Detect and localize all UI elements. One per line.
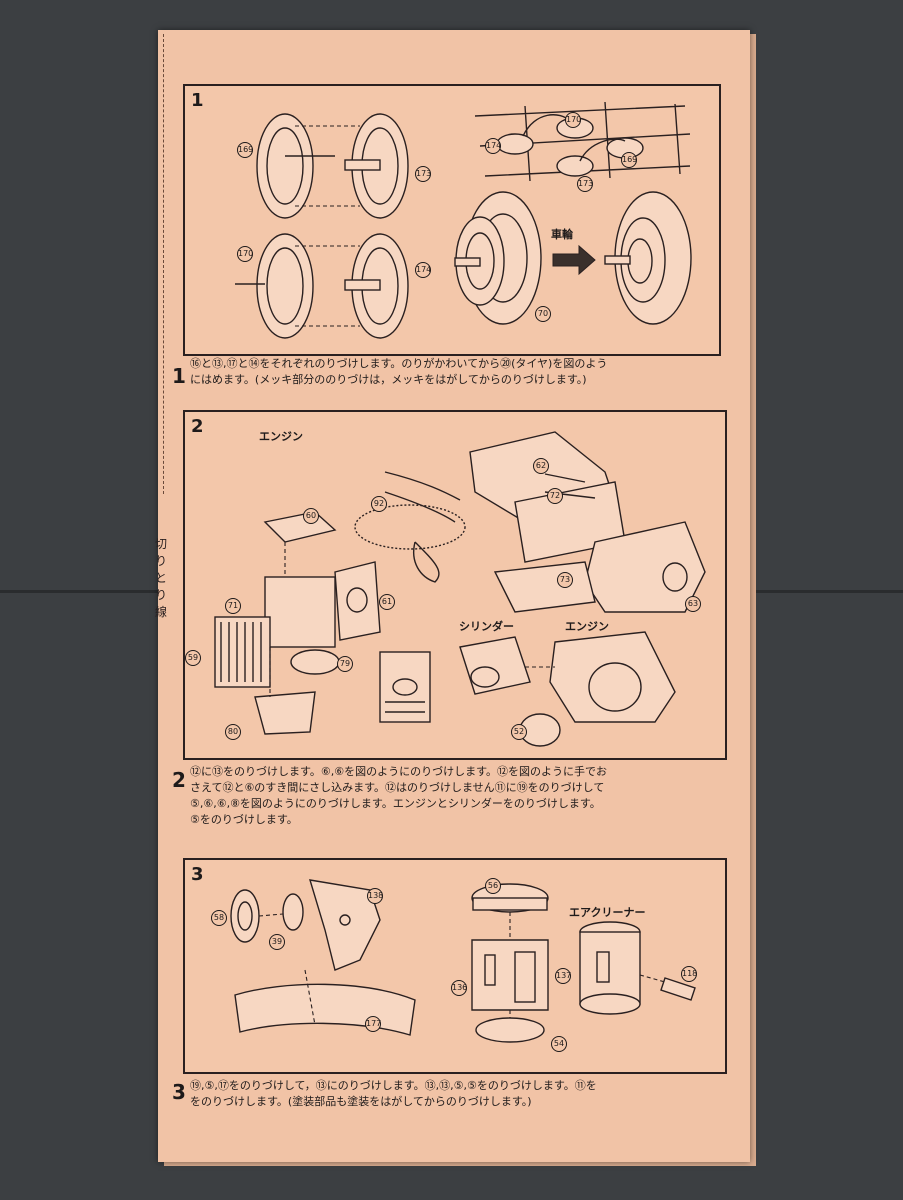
cylinder-part	[459, 636, 531, 695]
step1-caption: 1 ⑯と⑬,⑰と⑭をそれぞれのりづけします。のりがかわいてから⑳(タイヤ)を図の…	[172, 356, 716, 388]
part-number: 39	[269, 934, 285, 950]
part-number: 70	[535, 306, 551, 322]
wheel-label: 車輪	[551, 228, 573, 241]
part-number: 170	[565, 112, 581, 128]
part-number: 71	[225, 598, 241, 614]
cut-label-char: り	[154, 588, 167, 602]
step3-panel: 3 エアクリーナー 138 58 39 177 56 137 136 118 5…	[183, 858, 727, 1074]
part-number: 60	[303, 508, 319, 524]
caption-line: ⑫に⑬をのりづけします。⑥,⑥を図のようにのりづけします。⑫を図のように手でお	[190, 765, 608, 778]
part-number: 61	[379, 594, 395, 610]
hub-half-169	[256, 113, 314, 219]
part-number: 137	[555, 968, 571, 984]
part-number: 80	[225, 724, 241, 740]
caption-line: ⑤をのりづけします。	[190, 813, 298, 826]
step1-caption-number: 1	[172, 364, 186, 388]
part-number: 79	[337, 656, 353, 672]
cut-line-label: 切 り と り 線	[154, 536, 168, 621]
part-number: 173	[577, 176, 593, 192]
cut-label-char: と	[154, 571, 167, 585]
pan-80	[254, 691, 316, 735]
engine-label: エンジン	[565, 620, 609, 633]
part-number: 173	[415, 166, 431, 182]
step1-illustration	[235, 101, 692, 339]
part-number: 169	[621, 152, 637, 168]
head-60	[263, 511, 337, 543]
part-number: 58	[211, 910, 227, 926]
step2-number: 2	[191, 416, 204, 437]
step3-illustration	[230, 879, 696, 1043]
caption-line: さえて⑫と⑥のすき間にさし込みます。⑫はのりづけしません⑪に⑲をのりづけして	[190, 781, 605, 794]
part-number: 138	[367, 888, 383, 904]
part-number: 62	[533, 458, 549, 474]
part-number: 56	[485, 878, 501, 894]
part-number: 59	[185, 650, 201, 666]
part-number: 174	[415, 262, 431, 278]
block-71	[264, 576, 336, 648]
plate-73	[493, 561, 596, 613]
part-number: 63	[685, 596, 701, 612]
base-54	[475, 1017, 545, 1043]
cut-label-char: 線	[154, 605, 167, 619]
side-61	[334, 561, 381, 641]
knob-118	[660, 977, 696, 1001]
cylinder-label: シリンダー	[459, 620, 514, 633]
step2-illustration	[214, 431, 706, 747]
air-cleaner-assembled	[579, 931, 641, 1005]
step1-panel: 1	[183, 84, 721, 356]
part-number: 174	[485, 138, 501, 154]
caption-line: をのりづけします。(塗装部品も塗装をはがしてからのりづけします。)	[190, 1095, 532, 1108]
part-number: 92	[371, 496, 387, 512]
arrow-icon	[552, 244, 596, 276]
part-number: 136	[451, 980, 467, 996]
caption-line: ⑲,⑤,⑰をのりづけして，⑬にのりづけします。⑬,⑬,⑤,⑤をのりづけします。⑪…	[190, 1079, 597, 1092]
part-number: 72	[547, 488, 563, 504]
caption-line: ⑤,⑥,⑥,⑧を図のようにのりづけします。エンジンとシリンダーをのりづけします。	[190, 797, 601, 810]
cut-label-char: 切	[154, 537, 167, 551]
cap-39	[282, 893, 304, 931]
cut-label-char: り	[154, 554, 167, 568]
part-number: 170	[237, 246, 253, 262]
cut-line	[163, 34, 164, 494]
part-number: 177	[365, 1016, 381, 1032]
step3-caption-number: 3	[172, 1080, 186, 1104]
step1-number: 1	[191, 90, 204, 111]
part-number: 169	[237, 142, 253, 158]
step2-caption: 2 ⑫に⑬をのりづけします。⑥,⑥を図のようにのりづけします。⑫を図のように手で…	[172, 764, 716, 828]
engine-label-top: エンジン	[259, 430, 303, 443]
caption-line: ⑯と⑬,⑰と⑭をそれぞれのりづけします。のりがかわいてから⑳(タイヤ)を図のよう	[190, 357, 608, 370]
part-number: 54	[551, 1036, 567, 1052]
plate-137	[514, 951, 536, 1003]
caption-line: にはめます。(メッキ部分ののりづけは，メッキをはがしてからのりづけします。)	[190, 373, 587, 386]
step2-caption-number: 2	[172, 768, 186, 792]
part-number: 52	[511, 724, 527, 740]
fins-59	[214, 616, 271, 688]
part-number: 73	[557, 572, 573, 588]
cover-79	[290, 649, 340, 675]
step3-number: 3	[191, 864, 204, 885]
band-136	[471, 939, 549, 1011]
part-number: 118	[681, 966, 697, 982]
fender-177	[234, 983, 416, 1036]
air-cleaner-label: エアクリーナー	[569, 906, 646, 919]
step3-caption: 3 ⑲,⑤,⑰をのりづけして，⑬にのりづけします。⑬,⑬,⑤,⑤をのりづけします…	[172, 1078, 716, 1110]
engine-part	[549, 631, 676, 723]
step2-panel: 2 エンジン シリンダー エンジン	[183, 410, 727, 760]
engine-assembled	[379, 651, 431, 723]
hub-half-170	[256, 233, 314, 339]
cap-58	[230, 889, 260, 943]
